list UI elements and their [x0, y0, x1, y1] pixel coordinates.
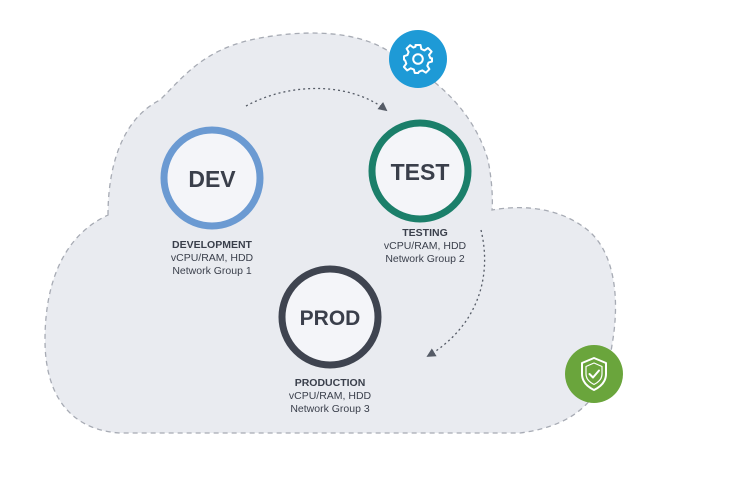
cloud-shape — [44, 32, 617, 434]
prod-ring — [278, 265, 382, 369]
prod-node-label: PROD — [300, 307, 361, 330]
settings-badge-circle — [389, 30, 447, 88]
settings-badge[interactable] — [389, 30, 447, 88]
dev-ring — [160, 126, 264, 230]
test-ring — [368, 119, 472, 223]
prod-network: Network Group 3 — [290, 403, 370, 415]
test-title: TESTING — [402, 227, 448, 239]
gear-icon — [402, 44, 433, 74]
dev-resources: vCPU/RAM, HDD — [171, 252, 254, 264]
test-node[interactable]: TEST — [368, 119, 472, 223]
prod-resources: vCPU/RAM, HDD — [289, 390, 372, 402]
test-resources: vCPU/RAM, HDD — [384, 240, 467, 252]
prod-title: PRODUCTION — [295, 377, 366, 389]
dev-network: Network Group 1 — [172, 265, 252, 277]
prod-node[interactable]: PROD — [278, 265, 382, 369]
test-network: Network Group 2 — [385, 253, 465, 265]
dev-title: DEVELOPMENT — [172, 239, 253, 251]
dev-node[interactable]: DEV — [160, 126, 264, 230]
test-node-label: TEST — [391, 159, 450, 185]
flow-arrow-dev-to-test — [245, 87, 388, 112]
security-badge-circle — [565, 345, 623, 403]
shield-check-icon — [581, 357, 607, 391]
security-badge[interactable] — [565, 345, 623, 403]
dev-node-label: DEV — [188, 166, 236, 192]
